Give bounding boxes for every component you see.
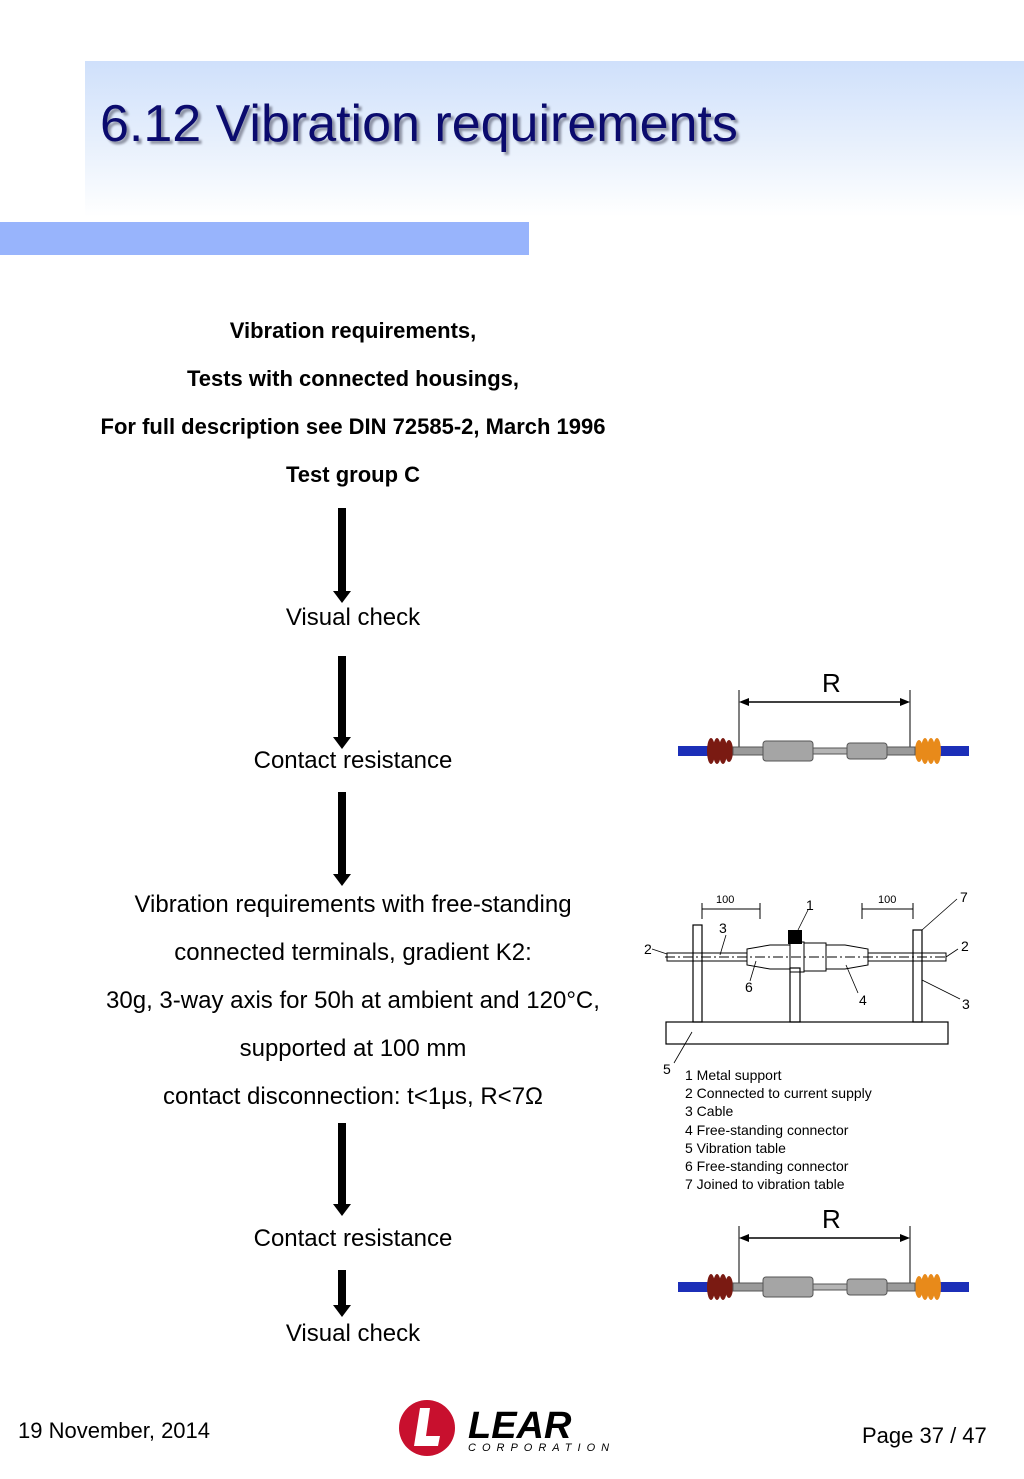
- connector-figure-top: [678, 690, 969, 764]
- legend-item: 5 Vibration table: [685, 1139, 786, 1156]
- flow-arrow-3: [333, 792, 351, 886]
- fixture-callout-2-right: 2: [961, 938, 969, 954]
- slide-title: 6.12 Vibration requirements: [100, 95, 738, 153]
- legend-item: 6 Free-standing connector: [685, 1158, 849, 1175]
- fixture-callout-3-right: 3: [962, 996, 970, 1012]
- heading-line-4: Test group C: [285, 462, 421, 487]
- legend-item: 2 Connected to current supply: [685, 1085, 872, 1102]
- fixture-callout-6: 6: [745, 979, 753, 995]
- fixture-dim-left: 100: [716, 894, 735, 906]
- heading-line-3: For full description see DIN 72585-2, Ma…: [100, 414, 606, 439]
- fixture-callout-2-left: 2: [644, 941, 652, 957]
- vibration-line-1: Vibration requirements with free-standin…: [134, 891, 572, 918]
- fixture-callout-5: 5: [663, 1061, 671, 1077]
- footer-date: 19 November, 2014: [18, 1418, 211, 1443]
- legend-item: 3 Cable: [685, 1103, 734, 1120]
- vibration-line-4: supported at 100 mm: [239, 1035, 467, 1062]
- legend-item: 4 Free-standing connector: [685, 1121, 849, 1138]
- fixture-callout-4: 4: [859, 992, 867, 1008]
- vibration-line-5: contact disconnection: t<1µs, R<7Ω: [163, 1083, 543, 1110]
- flow-arrow-2: [333, 656, 351, 749]
- logo-wordmark: LEAR: [468, 1405, 572, 1447]
- vibration-line-2: connected terminals, gradient K2:: [174, 939, 532, 966]
- title-band: [85, 61, 1024, 217]
- flow-arrow-1: [333, 508, 351, 603]
- resistance-label-bottom: R: [822, 1204, 841, 1234]
- lear-logo: LEAR CORPORATION: [399, 1400, 615, 1456]
- flow-arrow-4: [333, 1123, 351, 1216]
- fixture-callout-1: 1: [806, 897, 814, 913]
- accent-bar: [0, 222, 529, 255]
- page-number: Page 37 / 47: [862, 1423, 987, 1448]
- fixture-callout-7: 7: [960, 889, 968, 905]
- fixture-callout-3-left: 3: [719, 920, 727, 936]
- vibration-fixture-drawing: [651, 898, 961, 1064]
- resistance-label-top: R: [822, 668, 841, 698]
- step-visual-check-1: Visual check: [285, 604, 421, 631]
- fixture-dim-right: 100: [878, 894, 897, 906]
- heading-line-2: Tests with connected housings,: [186, 366, 520, 391]
- vibration-line-3: 30g, 3-way axis for 50h at ambient and 1…: [106, 987, 600, 1014]
- legend-item: 1 Metal support: [685, 1067, 782, 1083]
- step-contact-resistance-1: Contact resistance: [253, 747, 453, 774]
- legend-item: 7 Joined to vibration table: [685, 1176, 845, 1193]
- fixture-legend: 1 Metal support 2 Connected to current s…: [685, 1066, 872, 1193]
- step-contact-resistance-2: Contact resistance: [253, 1225, 453, 1252]
- flow-arrow-5: [333, 1270, 351, 1317]
- connector-figure-bottom: [678, 1226, 969, 1300]
- heading-line-1: Vibration requirements,: [229, 318, 477, 343]
- step-visual-check-2: Visual check: [285, 1320, 421, 1347]
- logo-subtitle: CORPORATION: [468, 1442, 615, 1454]
